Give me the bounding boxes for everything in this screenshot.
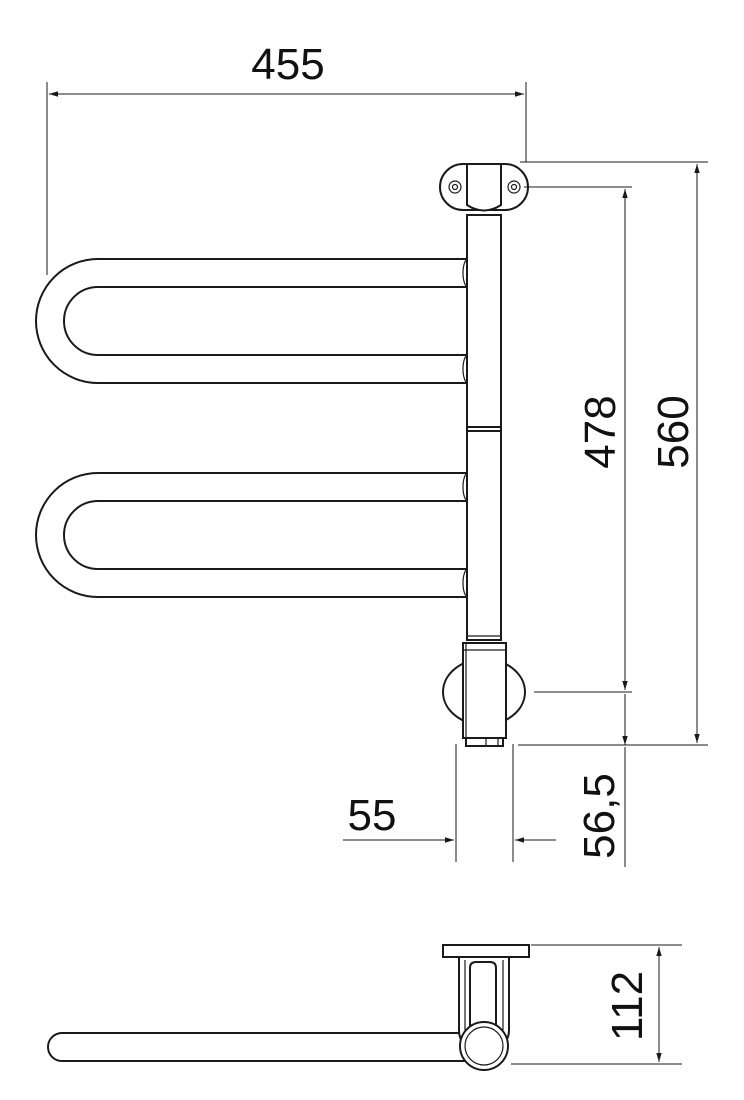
bottom-mount: [442, 642, 526, 747]
dimension-tube-diameter: 55: [343, 744, 556, 862]
dimension-bottom-offset: 56,5: [575, 694, 628, 867]
bottom-offset-label: 56,5: [575, 773, 624, 859]
total-height-label: 560: [649, 395, 698, 468]
tube-diameter-label: 55: [348, 791, 397, 840]
depth-label: 112: [603, 971, 652, 1041]
dimension-mount-spacing: 478: [524, 186, 632, 693]
side-view: [47, 944, 530, 1071]
vertical-tube: [466, 214, 502, 641]
dimension-width: 455: [46, 40, 527, 275]
mount-spacing-label: 478: [576, 395, 625, 468]
dimension-depth: 112: [511, 944, 682, 1065]
lower-loop: [35, 472, 474, 598]
top-wall-mount: [439, 163, 529, 212]
width-label: 455: [251, 40, 324, 89]
dimension-total-height: 560: [518, 161, 708, 746]
upper-loop: [35, 258, 474, 384]
front-view: [35, 163, 529, 747]
